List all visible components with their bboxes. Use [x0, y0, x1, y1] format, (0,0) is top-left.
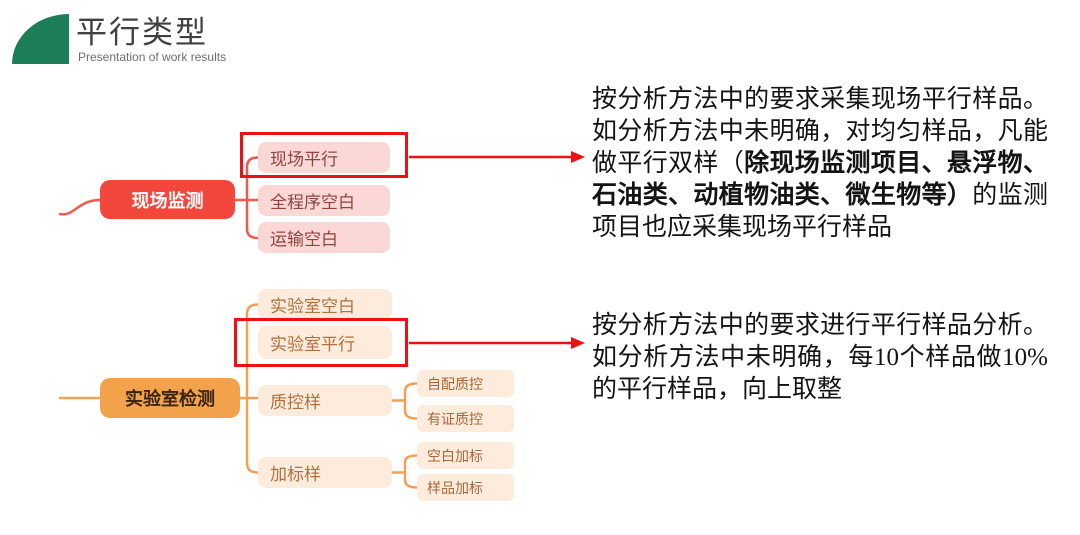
node-qc-sample: 质控样 [258, 385, 392, 416]
arrow-field-parallel [409, 151, 585, 163]
note-lab-parallel: 按分析方法中的要求进行平行样品分析。如分析方法中未明确，每10个样品做10%的平… [592, 310, 1048, 406]
node-blank-spike: 空白加标 [417, 442, 514, 469]
node-field-parallel: 现场平行 [258, 142, 390, 173]
node-self-prepared-qc: 自配质控 [417, 370, 514, 397]
lab-branch-lines [58, 303, 419, 489]
node-lab-testing: 实验室检测 [100, 378, 240, 418]
page-subtitle: Presentation of work results [78, 50, 227, 64]
node-sample-spike: 样品加标 [417, 474, 514, 501]
highlight-box-lab-parallel [234, 318, 408, 367]
arrow-lab-parallel [409, 337, 585, 349]
page-title: 平行类型 [76, 15, 208, 50]
note-field-parallel-regular-1: 按分析方法中的要求采集现场平行样品。如分析方法中未明确，对均匀样品，凡能做平行双… [592, 86, 1048, 177]
highlight-box-field-parallel [240, 132, 408, 178]
node-certified-qc: 有证质控 [417, 405, 514, 432]
note-lab-parallel-text: 按分析方法中的要求进行平行样品分析。如分析方法中未明确，每10个样品做10%的平… [592, 312, 1048, 403]
node-spike-sample: 加标样 [258, 457, 392, 488]
note-field-parallel-bold: 除现场监测项目、悬浮物、石油类、动植物油类、微生物等） [592, 150, 1048, 209]
note-field-parallel: 按分析方法中的要求采集现场平行样品。如分析方法中未明确，对均匀样品，凡能做平行双… [592, 84, 1048, 244]
node-full-procedure-blank: 全程序空白 [258, 185, 390, 216]
node-transport-blank: 运输空白 [258, 222, 390, 253]
node-lab-parallel: 实验室平行 [258, 326, 392, 359]
field-branch-lines [58, 156, 260, 240]
note-field-parallel-regular-2: 的监测项目也应采集现场平行样品 [592, 182, 1048, 241]
node-lab-blank: 实验室空白 [258, 289, 392, 320]
node-field-monitoring: 现场监测 [100, 180, 235, 219]
